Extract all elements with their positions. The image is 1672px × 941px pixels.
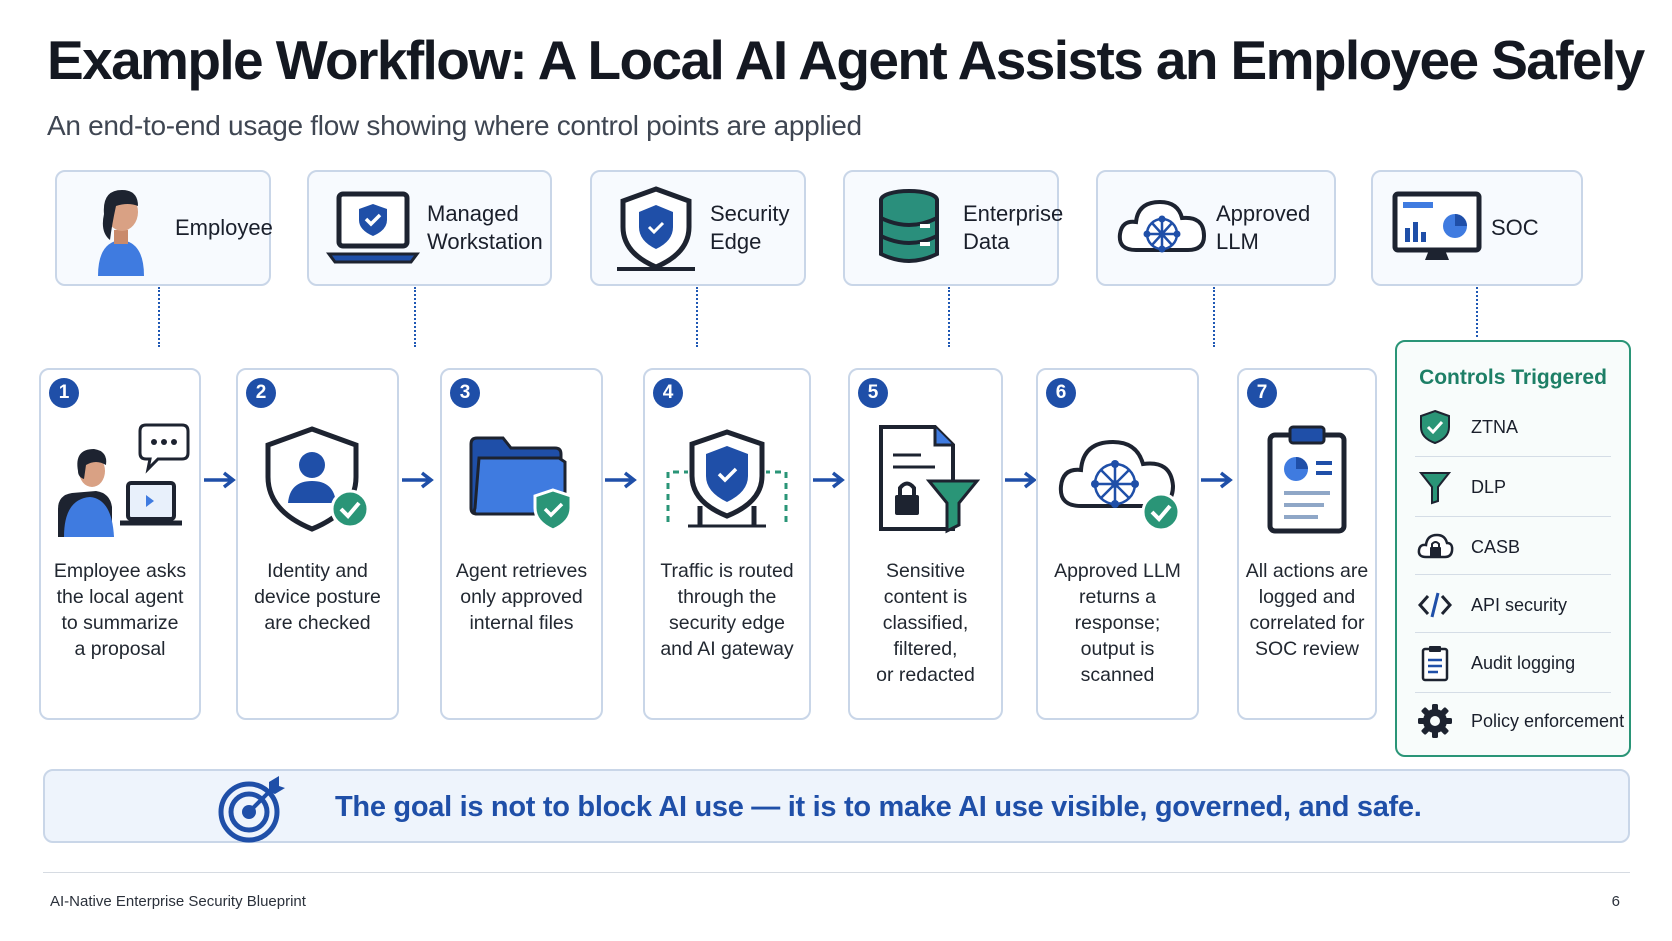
control-label: API security (1471, 594, 1568, 615)
control-item-audit-logging: Audit logging (1415, 634, 1611, 692)
cloud-network-icon (1114, 180, 1210, 276)
actor-label: Employee (175, 215, 273, 240)
page-number: 6 (1611, 893, 1620, 910)
control-label: Policy enforcement (1471, 710, 1625, 731)
step-6-card: 6 Approved LLM returns a response; outpu… (1036, 368, 1199, 720)
actor-enterprise-data: Enterprise Data (843, 170, 1063, 286)
clipboard-list-icon (1415, 643, 1455, 683)
actor-managed-workstation: Managed Workstation (307, 170, 552, 286)
controls-title: Controls Triggered (1419, 366, 1607, 389)
page-title: Example Workflow: A Local AI Agent Assis… (47, 29, 1645, 91)
step-number-badge: 7 (1247, 378, 1277, 408)
step-number-badge: 3 (450, 378, 480, 408)
control-label: DLP (1471, 476, 1507, 497)
step-7-card: 7 All actions are logged and correlated … (1237, 368, 1377, 720)
gateway-shield-icon (645, 414, 809, 544)
footer-divider (43, 872, 1630, 873)
step-2-card: 2 Identity and device posture are checke… (236, 368, 399, 720)
control-label: CASB (1471, 536, 1521, 557)
control-item-dlp: DLP (1415, 458, 1611, 516)
step-description: Agent retrieves only approved internal f… (455, 560, 588, 634)
step-number-badge: 4 (653, 378, 683, 408)
step-5-card: 5 Sensitive content is classified, filte… (848, 368, 1003, 720)
step-number-badge: 6 (1046, 378, 1076, 408)
cloud-network-check-icon (1038, 414, 1197, 544)
flow-arrow (1005, 471, 1037, 489)
actor-approved-llm: Approved LLM (1096, 170, 1336, 286)
step-1-card: 1 Employee asks the local agent to summa… (39, 368, 201, 720)
cloud-lock-icon (1415, 527, 1455, 567)
goal-text: The goal is not to block AI use — it is … (335, 791, 1422, 823)
person-icon (73, 180, 169, 276)
target-icon (218, 776, 285, 843)
step-number-badge: 1 (49, 378, 79, 408)
step-number-badge: 2 (246, 378, 276, 408)
step-description: Identity and device posture are checked (254, 560, 381, 634)
folder-shield-icon (442, 414, 601, 544)
actor-employee: Employee (55, 170, 273, 286)
employee-laptop-chat-icon (41, 414, 199, 544)
flow-arrow (813, 471, 845, 489)
step-description: Approved LLM returns a response; output … (1054, 560, 1181, 686)
divider (1415, 574, 1611, 575)
flow-arrow (204, 471, 236, 489)
actor-label: Approved LLM (1216, 201, 1311, 254)
connector-line (1476, 287, 1478, 337)
connector-line (1213, 287, 1215, 347)
actor-label: SOC (1491, 215, 1539, 240)
actor-label: Security Edge (710, 201, 790, 254)
connector-line (948, 287, 950, 347)
actor-label: Enterprise Data (963, 201, 1064, 254)
gear-icon (1415, 701, 1455, 741)
control-item-policy-enforcement: Policy enforcement (1415, 692, 1624, 750)
flow-arrow (402, 471, 434, 489)
goal-banner: The goal is not to block AI use — it is … (43, 769, 1630, 843)
step-3-card: 3 Agent retrieves only approved internal… (440, 368, 603, 720)
clipboard-report-icon (1239, 414, 1375, 544)
page-subtitle: An end-to-end usage flow showing where c… (47, 110, 862, 141)
flow-arrow (605, 471, 637, 489)
monitor-dashboard-icon (1389, 180, 1485, 276)
step-description: Employee asks the local agent to summari… (53, 560, 187, 660)
divider (1415, 516, 1611, 517)
flow-arrow (1201, 471, 1233, 489)
divider (1415, 456, 1611, 457)
footer-title: AI-Native Enterprise Security Blueprint (50, 893, 306, 910)
actor-soc: SOC (1371, 170, 1583, 286)
connector-line (158, 287, 160, 347)
actor-label: Managed Workstation (427, 201, 543, 254)
shield-check-icon (1415, 407, 1455, 447)
shield-gateway-icon (608, 180, 704, 276)
divider (1415, 632, 1611, 633)
control-item-casb: CASB (1415, 518, 1611, 576)
database-icon (861, 180, 957, 276)
control-label: Audit logging (1471, 652, 1576, 673)
actor-security-edge: Security Edge (590, 170, 806, 286)
step-description: All actions are logged and correlated fo… (1245, 560, 1369, 660)
document-lock-filter-icon (850, 414, 1001, 544)
step-description: Sensitive content is classified, filtere… (876, 560, 975, 686)
connector-line (696, 287, 698, 347)
connector-line (414, 287, 416, 347)
step-4-card: 4 Traffic is routed through the security… (643, 368, 811, 720)
code-brackets-icon (1415, 585, 1455, 625)
user-shield-check-icon (238, 414, 397, 544)
step-number-badge: 5 (858, 378, 888, 408)
control-item-api-security: API security (1415, 576, 1611, 634)
control-label: ZTNA (1471, 416, 1518, 437)
control-item-ztna: ZTNA (1415, 398, 1611, 456)
step-description: Traffic is routed through the security e… (660, 560, 794, 660)
controls-triggered-panel: Controls Triggered ZTNA DLP CASB API sec… (1395, 340, 1631, 757)
laptop-shield-icon (325, 180, 421, 276)
funnel-icon (1415, 467, 1455, 507)
divider (1415, 692, 1611, 693)
